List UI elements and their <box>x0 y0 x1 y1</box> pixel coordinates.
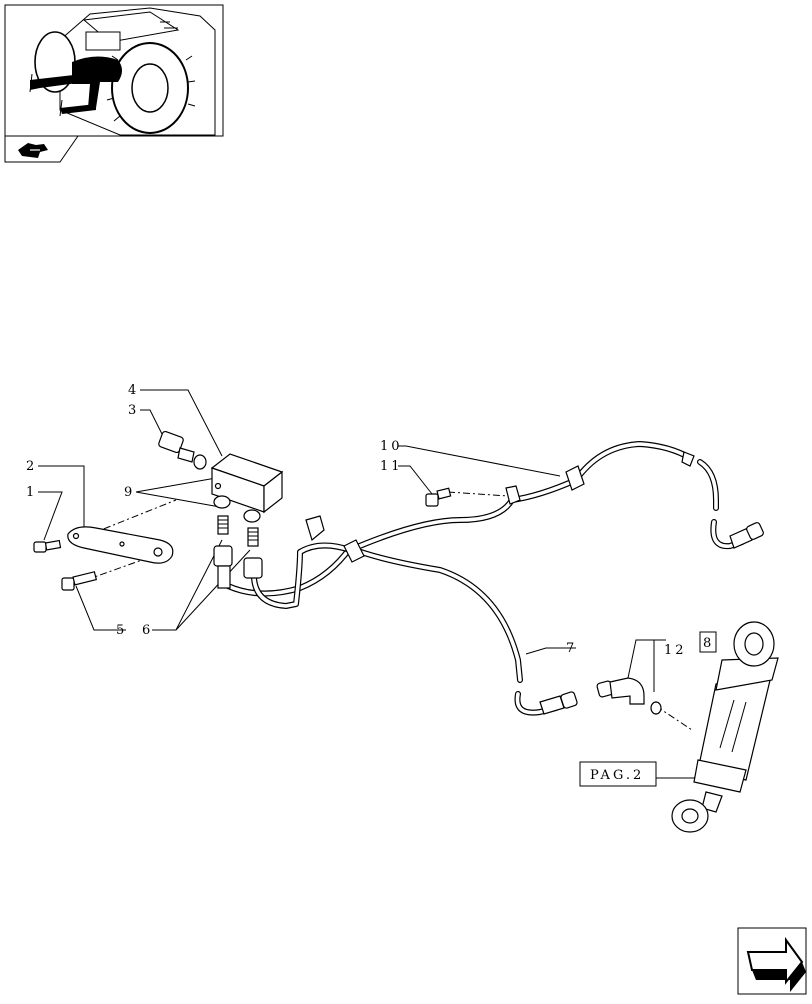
valve-block <box>210 453 284 514</box>
washer-9a <box>213 495 231 509</box>
page-reference-box[interactable]: PAG.2 <box>579 761 657 787</box>
callout-12: 12 <box>664 643 687 658</box>
bolt-11 <box>425 487 452 507</box>
pipe-clamp <box>305 515 325 542</box>
washer-9b <box>243 509 261 523</box>
bolt-5 <box>61 571 98 591</box>
bracket-plate <box>67 526 174 564</box>
pipe-bracket <box>505 485 521 505</box>
adapter-6a <box>213 515 233 589</box>
callout-2: 2 <box>26 459 37 474</box>
pipe-fittings <box>539 451 764 715</box>
callout-1: 1 <box>26 485 37 500</box>
callout-5: 5 <box>116 623 127 638</box>
pipe-7 <box>225 545 559 716</box>
next-page-arrow-icon[interactable] <box>737 927 807 995</box>
elbow-fitting-12 <box>596 677 662 715</box>
leader-lines <box>38 389 705 779</box>
callout-9: 9 <box>124 485 135 500</box>
callout-3: 3 <box>128 403 139 418</box>
callout-10: 10 <box>380 439 403 454</box>
hand-pointer-icon <box>4 135 79 163</box>
pipe-clamp-3 <box>565 465 585 491</box>
pipe-clamp-2 <box>343 539 365 563</box>
callout-8-box: 8 <box>699 631 717 653</box>
callout-6: 6 <box>142 623 153 638</box>
adapter-6b <box>243 527 263 579</box>
callout-11: 11 <box>380 459 403 474</box>
hydraulic-cylinder <box>671 621 779 833</box>
page-reference-label: PAG.2 <box>590 768 644 783</box>
callout-8: 8 <box>703 636 714 651</box>
callout-7: 7 <box>566 641 577 656</box>
location-thumbnail <box>4 4 224 137</box>
callout-labels: 4 3 2 1 9 5 6 10 11 7 12 8 PAG.2 <box>26 383 717 787</box>
fitting-3 <box>158 430 207 470</box>
callout-4: 4 <box>128 383 139 398</box>
bolt-1 <box>33 539 62 553</box>
pipe-10 <box>251 441 745 609</box>
